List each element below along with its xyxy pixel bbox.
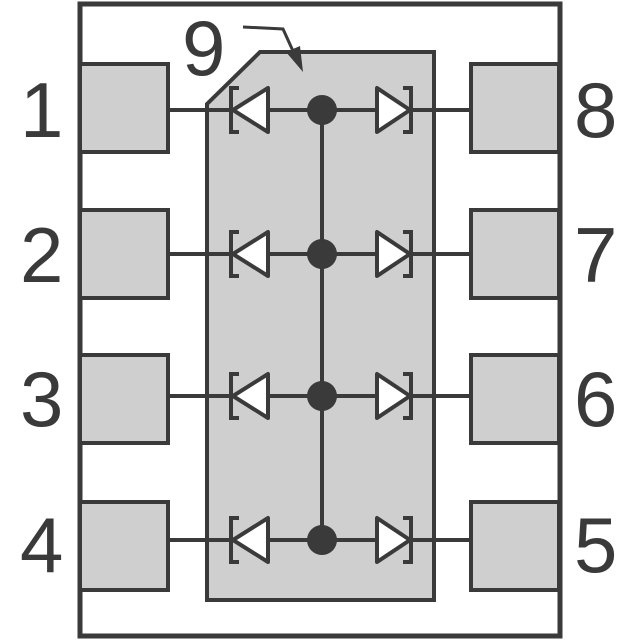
diode-right-row-4	[375, 516, 412, 564]
diode-right-cathode-row-2	[403, 230, 413, 278]
pad-pin-8	[469, 62, 561, 154]
diode-row-4	[168, 516, 471, 564]
pin-label-4: 4	[20, 501, 63, 589]
pin-9-arrowhead	[286, 46, 303, 72]
diode-left-cathode-row-3	[229, 372, 239, 420]
junction-dot-row-4	[307, 525, 337, 555]
pin-label-3: 3	[20, 355, 63, 443]
pin-label-7: 7	[574, 211, 617, 299]
junction-dot-row-1	[307, 95, 337, 125]
diode-row-1	[168, 86, 471, 134]
diode-left-row-3	[231, 372, 270, 420]
pad-pin-6	[469, 353, 561, 445]
pad-pin-2	[78, 208, 170, 300]
pad-pin-5	[469, 500, 561, 592]
diode-left-row-1	[231, 86, 270, 134]
diode-left-cathode-row-1	[229, 86, 239, 134]
pad-pin-4	[78, 500, 170, 592]
pad-pin-7	[469, 208, 561, 300]
diode-right-row-1	[375, 86, 412, 134]
diode-left-cathode-row-2	[229, 230, 239, 278]
diode-left-row-4	[231, 516, 270, 564]
diode-right-cathode-row-1	[403, 86, 413, 134]
junction-dot-row-2	[307, 239, 337, 269]
junction-dot-row-3	[307, 381, 337, 411]
pad-pin-3	[78, 353, 170, 445]
pin-label-6: 6	[574, 355, 617, 443]
pin-label-9: 9	[182, 4, 225, 92]
diode-row-3	[168, 372, 471, 420]
diode-left-row-2	[231, 230, 270, 278]
diode-right-cathode-row-4	[403, 516, 413, 564]
diode-right-row-3	[375, 372, 412, 420]
pad-pin-1	[78, 62, 170, 154]
pin-label-5: 5	[574, 501, 617, 589]
diode-left-cathode-row-4	[229, 516, 239, 564]
pin-label-2: 2	[20, 211, 63, 299]
diode-right-row-2	[375, 230, 412, 278]
diode-row-2	[168, 230, 471, 278]
pin-label-8: 8	[574, 66, 617, 154]
pin-label-1: 1	[20, 66, 63, 154]
diode-right-cathode-row-3	[403, 372, 413, 420]
